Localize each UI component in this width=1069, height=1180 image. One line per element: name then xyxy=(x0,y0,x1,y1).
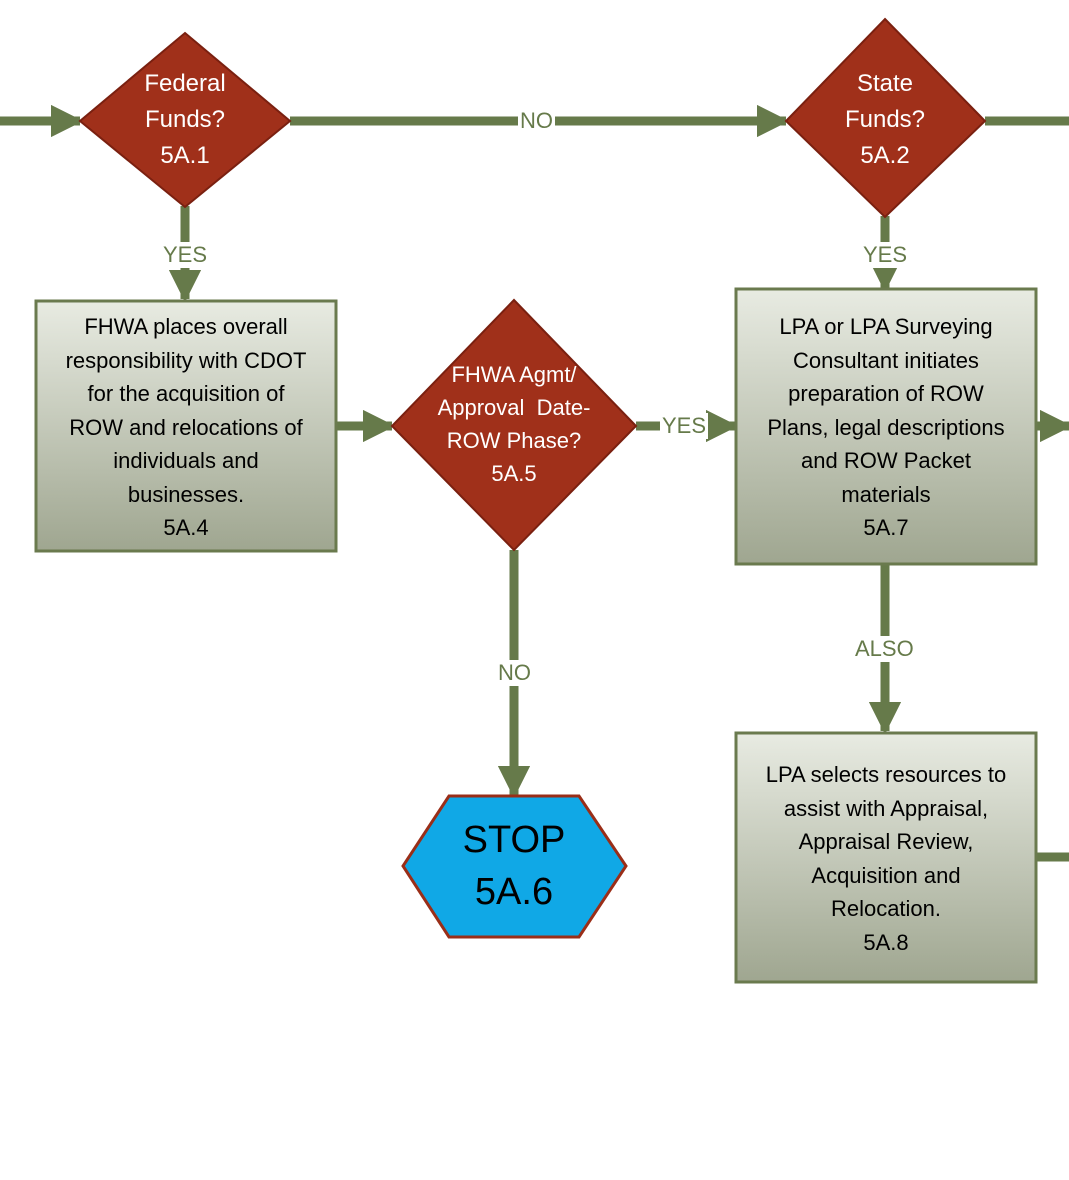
process-5a4-line: 5A.4 xyxy=(163,515,209,540)
decision-5a2-line: Funds? xyxy=(844,106,926,133)
process-5a7-line: materials xyxy=(841,481,931,507)
process-5a4-line: responsibility with CDOT xyxy=(65,347,307,373)
edge-label-yes: YES xyxy=(660,413,709,439)
process-5a7-line: and ROW Packet xyxy=(801,448,971,473)
decision-5a5-line: Approval Date- xyxy=(437,395,591,420)
process-5a4-shape xyxy=(34,299,338,553)
decision-5a1-text: Federal Funds? 5A.1 xyxy=(105,66,265,174)
process-5a8-line: 5A.8 xyxy=(863,929,909,955)
terminator-5a6-line: STOP xyxy=(462,819,566,861)
decision-5a5-line: ROW Phase? xyxy=(446,428,582,453)
terminator-5a6-shape xyxy=(401,794,628,939)
decision-5a5-line: FHWA Agmt/ xyxy=(451,362,577,387)
process-5a8-line: Acquisition and xyxy=(811,862,961,888)
decision-5a5-shape xyxy=(390,298,638,552)
decision-5a1-line: 5A.1 xyxy=(160,142,210,169)
terminator-5a6-text: STOP 5A.6 xyxy=(430,814,598,918)
process-5a7-shape xyxy=(734,287,1038,566)
edge-label-also: ALSO xyxy=(853,636,916,662)
edge-label-no: NO xyxy=(496,660,533,686)
decision-5a2-text: State Funds? 5A.2 xyxy=(805,66,965,174)
process-5a4-line: individuals and xyxy=(113,448,259,473)
process-5a4-text: FHWA places overall responsibility with … xyxy=(36,310,336,545)
terminator-5a6-line: 5A.6 xyxy=(474,871,554,913)
process-5a8-line: Appraisal Review, xyxy=(798,829,974,854)
decision-5a5-line: 5A.5 xyxy=(491,461,537,486)
process-5a4-line: for the acquisition of xyxy=(87,381,285,406)
edge-label-yes: YES xyxy=(161,242,210,268)
decision-5a2-line: State xyxy=(856,70,914,97)
decision-5a2-line: 5A.2 xyxy=(860,142,910,169)
decision-5a1-shape xyxy=(78,31,292,209)
process-5a7-line: preparation of ROW xyxy=(788,381,984,406)
process-5a7-line: 5A.7 xyxy=(863,515,909,540)
process-5a8-line: assist with Appraisal, xyxy=(783,795,989,821)
process-5a7-line: Consultant initiates xyxy=(793,347,979,373)
decision-5a2-shape xyxy=(784,17,987,219)
edge-label-no: NO xyxy=(518,108,555,134)
process-5a7-line: LPA or LPA Surveying xyxy=(779,314,993,339)
decision-5a1-line: Funds? xyxy=(144,106,226,133)
process-5a4-line: businesses. xyxy=(127,481,245,507)
process-5a8-line: Relocation. xyxy=(830,896,942,921)
process-5a4-line: FHWA places overall xyxy=(84,314,288,339)
process-5a7-text: LPA or LPA Surveying Consultant initiate… xyxy=(736,310,1036,545)
process-5a8-shape xyxy=(734,731,1038,984)
process-5a8-line: LPA selects resources to xyxy=(765,762,1007,787)
process-5a8-text: LPA selects resources to assist with App… xyxy=(736,758,1036,959)
process-5a7-line: Plans, legal descriptions xyxy=(767,414,1005,440)
process-5a4-line: ROW and relocations of xyxy=(69,414,303,440)
decision-5a5-text: FHWA Agmt/ Approval Date- ROW Phase? 5A.… xyxy=(414,358,614,490)
edge-label-yes: YES xyxy=(861,242,910,268)
decision-5a1-line: Federal xyxy=(144,70,226,97)
